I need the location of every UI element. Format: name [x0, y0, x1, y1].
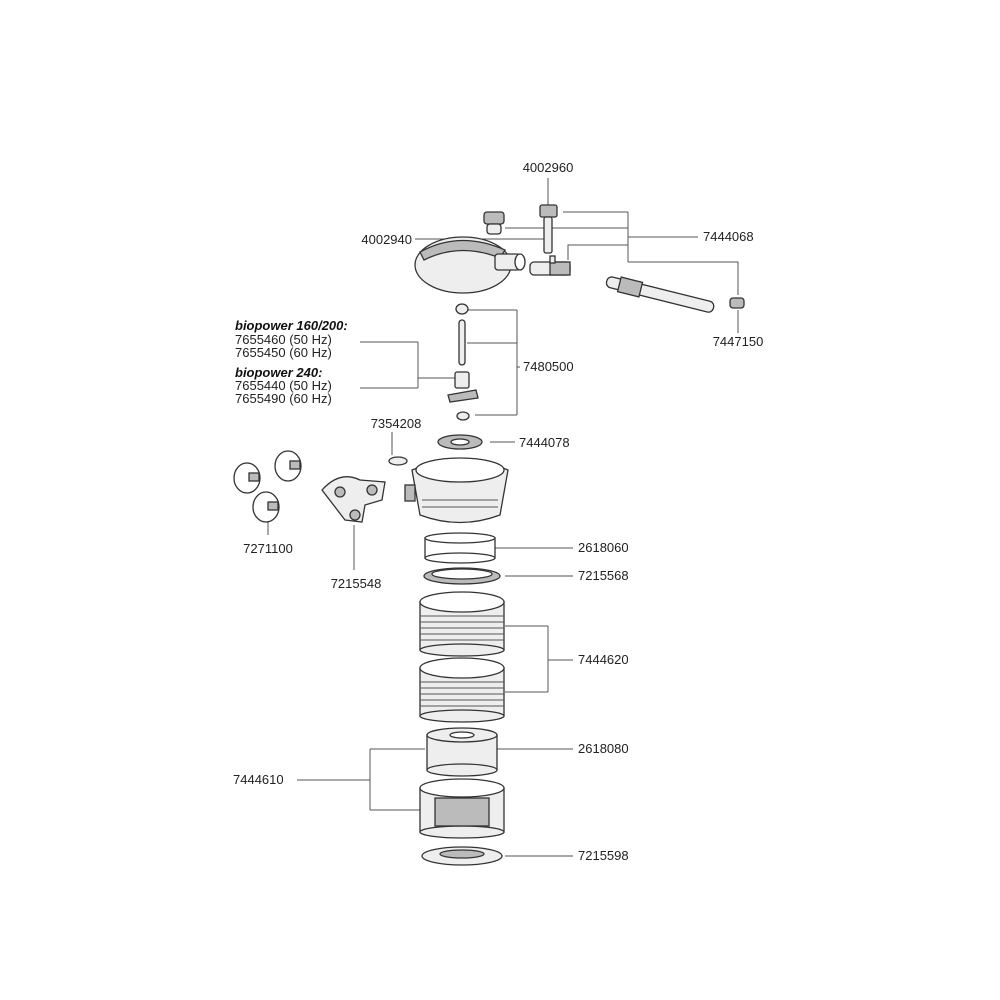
rotor-group2-title: biopower 240:: [235, 365, 322, 380]
motor-cover-part: [437, 434, 483, 450]
leader-lines: [267, 178, 739, 857]
part-label-7444610: 7444610: [233, 772, 284, 787]
rotor-assembly-part: [447, 303, 479, 421]
end-cap-part: [729, 297, 745, 309]
holder-bracket-part: [321, 476, 386, 523]
spray-bar-part: [605, 276, 715, 313]
part-label-7447150: 7447150: [713, 334, 764, 349]
rotor-group1-line: 7655450 (60 Hz): [235, 345, 332, 360]
part-label-7215548: 7215548: [331, 576, 382, 591]
nozzle-pipe-part: [539, 204, 558, 254]
part-label-7480500: 7480500: [523, 359, 574, 374]
rotor-group1-title: biopower 160/200:: [235, 318, 348, 333]
suction-cups-part: [233, 450, 302, 523]
part-label-7271100: 7271100: [243, 541, 293, 556]
intake-module-part: [419, 778, 505, 839]
part-label-2618060: 2618060: [578, 540, 629, 555]
part-label-7354208: 7354208: [371, 416, 422, 431]
rotor-group2-line: 7655440 (50 Hz): [235, 378, 332, 393]
outlet-head-part: [414, 236, 526, 294]
part-label-7444620: 7444620: [578, 652, 629, 667]
bottom-plate-part: [421, 846, 503, 866]
filter-module-lower-part: [419, 657, 505, 723]
part-label-7444068: 7444068: [703, 229, 754, 244]
part-label-7444078: 7444078: [519, 435, 570, 450]
elbow-connector-part: [529, 255, 571, 276]
valve-cap-part: [483, 211, 505, 235]
part-label-7215598: 7215598: [578, 848, 629, 863]
motor-housing-part: [404, 457, 509, 524]
rotor-variants-legend: biopower 160/200: 7655460 (50 Hz) 765545…: [235, 318, 348, 406]
shaft-seal-part: [388, 456, 408, 466]
rotor-group1-line: 7655460 (50 Hz): [235, 332, 332, 347]
filter-module-upper-part: [419, 591, 505, 657]
part-label-4002940: 4002940: [361, 232, 412, 247]
part-label-7215568: 7215568: [578, 568, 629, 583]
foam-cartridge-part: [426, 727, 498, 777]
grid-plate-part: [423, 567, 501, 585]
part-label-4002960: 4002960: [523, 160, 574, 175]
rotor-group2-line: 7655490 (60 Hz): [235, 391, 332, 406]
foam-ring-part: [424, 532, 496, 564]
part-label-2618080: 2618080: [578, 741, 629, 756]
